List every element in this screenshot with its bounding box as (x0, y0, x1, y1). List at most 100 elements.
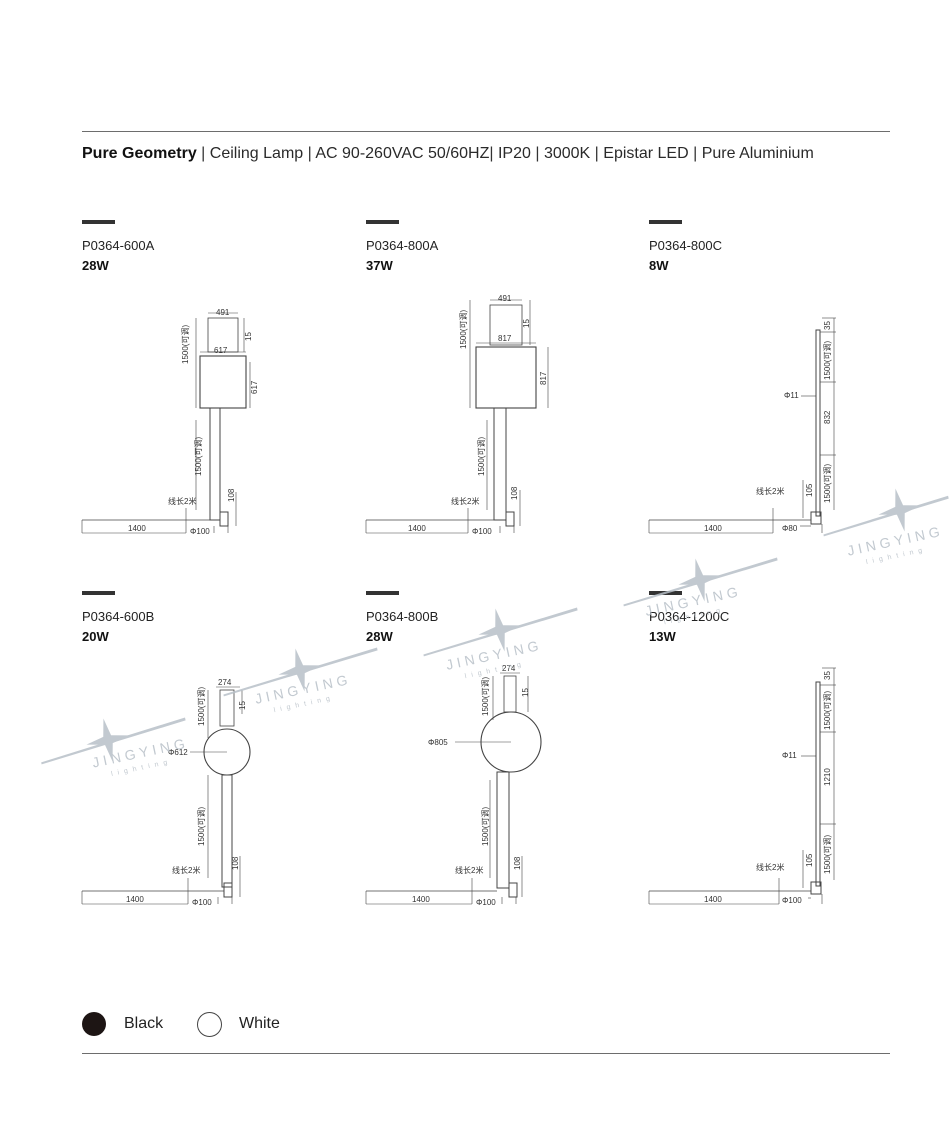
power-rating: 28W (82, 258, 109, 273)
dim-274: 274 (502, 664, 516, 673)
dim-1500-upper: 1500(可调) (823, 341, 832, 380)
watermark-logo: JINGYING lighting (423, 607, 578, 680)
bottom-rule (82, 1053, 890, 1054)
dim-sphere: Φ612 (168, 748, 188, 757)
dim-832: 832 (823, 410, 832, 424)
title-bar (366, 220, 399, 224)
dim-1500-upper: 1500(可调) (459, 310, 468, 349)
dim-base: Φ80 (782, 524, 798, 533)
power-rating: 13W (649, 629, 676, 644)
color-swatch-white (197, 1012, 222, 1037)
dim-1400: 1400 (704, 895, 722, 904)
dim-base: Φ100 (190, 527, 210, 536)
title-bar (82, 591, 115, 595)
star-icon (278, 648, 322, 692)
model-number: P0364-1200C (649, 609, 730, 624)
drawing-600b (81, 686, 251, 905)
product-800b: P0364-800B 28W (366, 591, 636, 644)
dim-1500-lower: 1500(可调) (823, 464, 832, 503)
star-icon (678, 558, 722, 602)
drawing-800c (648, 317, 836, 534)
dim-1500-upper: 1500(可调) (181, 325, 190, 364)
dim-15: 15 (522, 319, 531, 328)
brand-name: Pure Geometry (82, 145, 197, 162)
dim-491: 491 (498, 294, 512, 303)
dim-base: Φ100 (476, 898, 496, 907)
color-label-white: White (239, 1015, 280, 1032)
dim-108: 108 (227, 488, 236, 502)
drawing-800a (365, 299, 549, 534)
dim-1400: 1400 (704, 524, 722, 533)
power-rating: 20W (82, 629, 109, 644)
spec-led: Epistar LED (603, 145, 689, 162)
dim-491: 491 (216, 308, 230, 317)
dim-617-side: 617 (250, 380, 259, 394)
top-rule (82, 131, 890, 132)
dim-1210: 1210 (823, 768, 832, 786)
dim-1500-lower: 1500(可调) (823, 835, 832, 874)
spec-material: Pure Aluminium (701, 145, 814, 162)
dim-15: 15 (244, 332, 253, 341)
model-number: P0364-600A (82, 238, 155, 253)
model-number: P0364-800A (366, 238, 439, 253)
color-swatch-black (82, 1012, 106, 1036)
dim-1400: 1400 (408, 524, 426, 533)
title-bar (366, 591, 399, 595)
product-600a: P0364-600A 28W (82, 220, 352, 273)
dim-1400: 1400 (412, 895, 430, 904)
drawing-1200c (648, 667, 836, 905)
spec-type: Ceiling Lamp (209, 145, 304, 162)
model-number: P0364-800B (366, 609, 439, 624)
cable-length: 线长2米 (172, 865, 200, 875)
dim-1500-lower: 1500(可调) (477, 437, 486, 476)
power-rating: 37W (366, 258, 393, 273)
dim-1500-lower: 1500(可调) (194, 437, 203, 476)
watermark-layer: JINGYING lighting JINGYING lighting JING… (41, 488, 949, 778)
spec-header: Pure Geometry | Ceiling Lamp | AC 90-260… (82, 145, 814, 162)
dim-105: 105 (805, 483, 814, 497)
watermark-logo: JINGYING lighting (41, 717, 190, 778)
power-rating: 28W (366, 629, 393, 644)
dim-rod: Φ11 (784, 391, 799, 400)
cable-length: 线长2米 (756, 862, 784, 872)
dim-sphere: Φ805 (428, 738, 448, 747)
model-number: P0364-600B (82, 609, 155, 624)
drawing-600a (81, 312, 251, 534)
dim-35: 35 (823, 671, 832, 680)
dim-rod: Φ11 (782, 751, 797, 760)
dim-1500-upper: 1500(可调) (823, 691, 832, 730)
dim-1500-upper: 1500(可调) (481, 677, 490, 716)
spec-voltage: AC 90-260VAC 50/60HZ (315, 145, 490, 162)
star-icon (878, 488, 922, 532)
dim-15: 15 (238, 701, 247, 710)
spec-cct: 3000K (543, 145, 591, 162)
title-bar (82, 220, 115, 224)
cable-length: 线长2米 (451, 496, 479, 506)
cable-length: 线长2米 (455, 865, 483, 875)
cable-length: 线长2米 (756, 486, 784, 496)
cable-length: 线长2米 (168, 496, 196, 506)
dim-1500-upper: 1500(可调) (197, 687, 206, 726)
dim-1400: 1400 (128, 524, 146, 533)
product-800a: P0364-800A 37W (366, 220, 636, 273)
dim-35: 35 (823, 321, 832, 330)
dim-105: 105 (805, 853, 814, 867)
dim-108: 108 (510, 486, 519, 500)
dim-base: Φ100 (472, 527, 492, 536)
spec-ip: IP20 (497, 145, 531, 162)
dim-base: Φ100 (192, 898, 212, 907)
product-800c: P0364-800C 8W (649, 220, 919, 273)
dim-1500-lower: 1500(可调) (197, 807, 206, 846)
color-label-black: Black (124, 1015, 164, 1032)
dim-base: Φ100 (782, 896, 802, 905)
dim-108: 108 (231, 856, 240, 870)
dim-108: 108 (513, 856, 522, 870)
dim-817-top: 817 (498, 334, 512, 343)
dim-274: 274 (218, 678, 232, 687)
drawing-800b (365, 672, 542, 905)
star-icon (478, 608, 522, 652)
title-bar (649, 220, 682, 224)
dim-15: 15 (521, 688, 530, 697)
watermark-logo: JINGYING lighting (823, 488, 949, 566)
